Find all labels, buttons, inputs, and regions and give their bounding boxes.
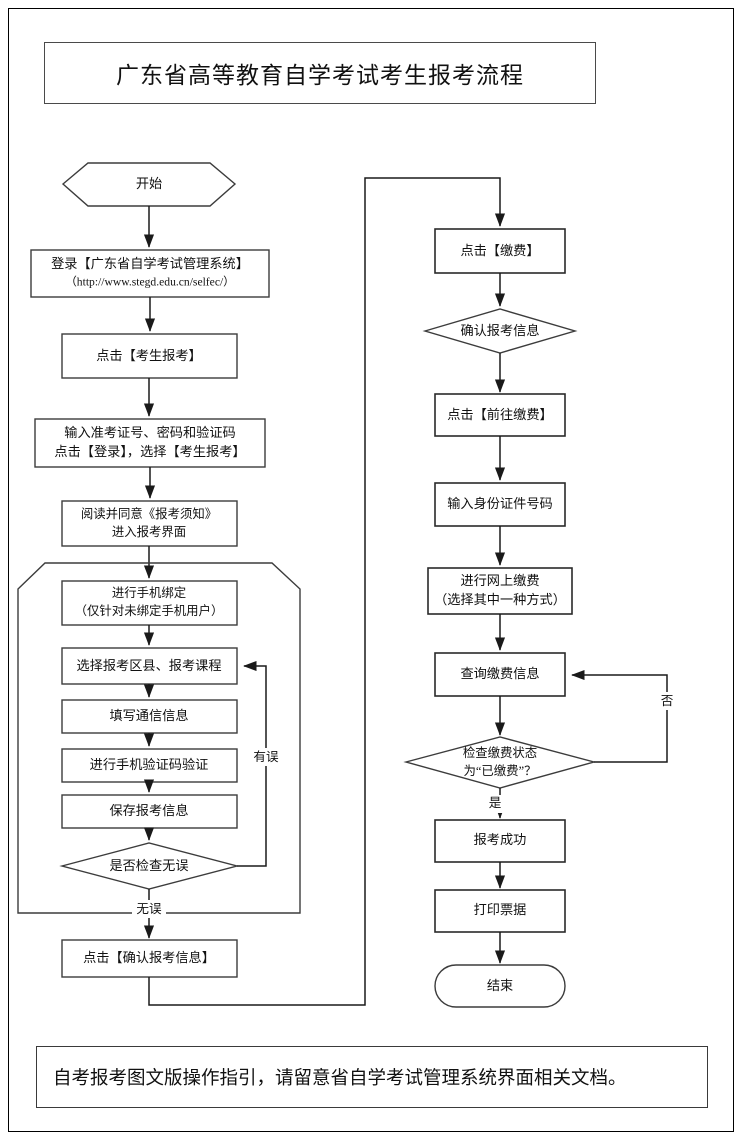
node-fill-contact: 填写通信信息 [61, 699, 238, 734]
node-credentials-line1: 输入准考证号、密码和验证码 [64, 424, 235, 440]
node-bind-phone-line1: 进行手机绑定 [112, 585, 186, 600]
node-save-info: 保存报考信息 [61, 794, 238, 829]
node-start-label: 开始 [136, 176, 162, 191]
node-confirm-apply-info: 确认报考信息 [422, 308, 578, 354]
node-click-pay: 点击【缴费】 [434, 228, 566, 274]
node-goto-pay-label: 点击【前往缴费】 [447, 406, 553, 422]
edge-label-no: 否 [661, 694, 674, 708]
node-login-line2: （http://www.stegd.edu.cn/selfec/） [65, 275, 235, 289]
node-enter-credentials: 输入准考证号、密码和验证码 点击【登录】，选择【考生报考】 [34, 418, 266, 468]
node-apply-success-label: 报考成功 [474, 832, 527, 847]
node-select-district: 选择报考区县、报考课程 [61, 647, 238, 685]
node-fill-contact-label: 填写通信信息 [109, 707, 188, 723]
node-bind-phone: 进行手机绑定 （仅针对未绑定手机用户） [61, 580, 238, 626]
node-click-pay-label: 点击【缴费】 [460, 243, 539, 258]
page-title: 广东省高等教育自学考试考生报考流程 [116, 63, 524, 88]
node-check-correct: 是否检查无误 [59, 842, 240, 890]
node-start: 开始 [61, 162, 237, 207]
node-login: 登录【广东省自学考试管理系统】 （http://www.stegd.edu.cn… [30, 249, 270, 298]
node-check-paid: 检查缴费状态 为“已缴费”？ [403, 736, 597, 789]
node-confirm-info: 点击【确认报考信息】 [61, 939, 238, 978]
edge-label-yes: 是 [489, 796, 502, 810]
connector-no-loop [571, 669, 668, 763]
node-verify-sms: 进行手机验证码验证 [61, 748, 238, 783]
title-box: 广东省高等教育自学考试考生报考流程 [44, 42, 596, 104]
edge-label-error: 有误 [253, 750, 279, 764]
node-credentials-line2: 点击【登录】，选择【考生报考】 [54, 444, 245, 459]
node-check-correct-label: 是否检查无误 [109, 858, 188, 873]
group-container-application [17, 562, 301, 914]
node-click-apply: 点击【考生报考】 [61, 333, 238, 379]
node-verify-sms-label: 进行手机验证码验证 [90, 757, 209, 772]
node-end: 结束 [434, 964, 566, 1008]
node-query-pay: 查询缴费信息 [434, 652, 566, 697]
node-goto-pay: 点击【前往缴费】 [434, 393, 566, 437]
node-read-notice: 阅读并同意《报考须知》 进入报考界面 [61, 500, 238, 547]
node-print-receipt: 打印票据 [434, 889, 566, 933]
node-end-label: 结束 [487, 978, 513, 993]
label-bg-yes [485, 795, 505, 813]
node-click-apply-label: 点击【考生报考】 [96, 348, 202, 363]
node-online-pay: 进行网上缴费 （选择其中一种方式） [427, 567, 573, 615]
node-apply-success: 报考成功 [434, 819, 566, 863]
node-notice-line2: 进入报考界面 [112, 524, 186, 539]
node-online-pay-line1: 进行网上缴费 [460, 573, 539, 588]
page-border [8, 8, 734, 1132]
node-check-paid-line2: 为“已缴费”？ [464, 763, 537, 778]
node-enter-id-label: 输入身份证件号码 [447, 496, 553, 511]
footer-box: 自考报考图文版操作指引，请留意省自学考试管理系统界面相关文档。 [36, 1046, 708, 1108]
node-save-info-label: 保存报考信息 [109, 802, 188, 818]
node-confirm-apply-info-label: 确认报考信息 [460, 322, 539, 338]
node-enter-id: 输入身份证件号码 [434, 482, 566, 527]
node-select-district-label: 选择报考区县、报考课程 [76, 658, 221, 673]
node-login-line1: 登录【广东省自学考试管理系统】 [51, 256, 249, 271]
label-bg-no [651, 692, 683, 710]
node-online-pay-line2: （选择其中一种方式） [434, 592, 566, 607]
node-check-paid-line1: 检查缴费状态 [463, 745, 537, 760]
node-confirm-info-label: 点击【确认报考信息】 [83, 949, 215, 965]
node-notice-line1: 阅读并同意《报考须知》 [81, 506, 217, 521]
node-query-pay-label: 查询缴费信息 [460, 665, 539, 681]
connector-confirm-to-pay [148, 177, 506, 1006]
label-bg-error [250, 748, 282, 766]
node-print-receipt-label: 打印票据 [474, 902, 527, 917]
label-bg-ok [132, 900, 166, 918]
edge-label-ok: 无误 [136, 902, 162, 916]
node-bind-phone-line2: （仅针对未绑定手机用户） [75, 603, 224, 618]
footer-note: 自考报考图文版操作指引，请留意省自学考试管理系统界面相关文档。 [53, 1069, 627, 1089]
